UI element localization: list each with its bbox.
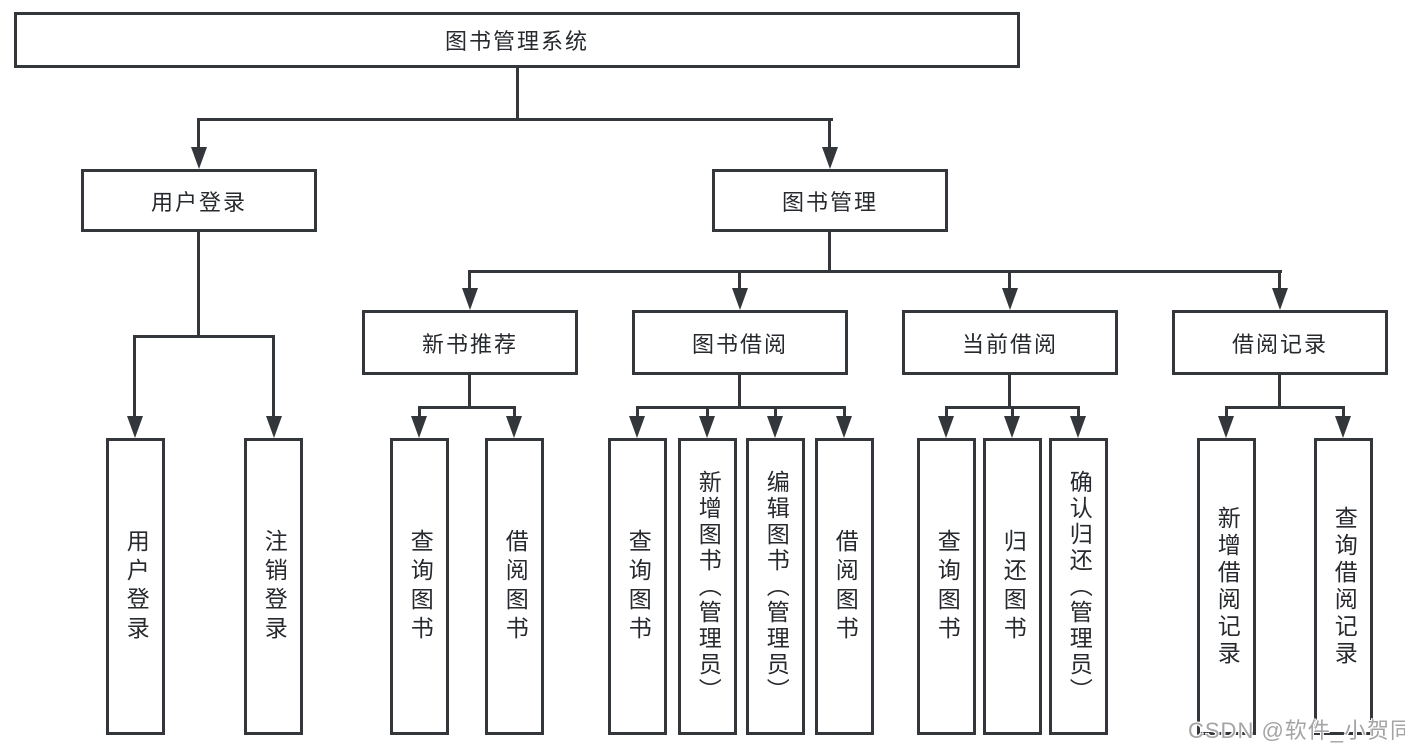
- connector-drop-borrow-records: [1278, 270, 1281, 290]
- connector-root-rail: [197, 118, 833, 121]
- arrowhead-cb-return: [1004, 416, 1020, 438]
- arrowhead-bb-borrow: [836, 416, 852, 438]
- connector-drop-leaf-user-login: [133, 335, 136, 418]
- connector-drop-br-add: [1225, 406, 1228, 418]
- arrowhead-br-query: [1335, 416, 1351, 438]
- connector-userlogin-stub: [197, 230, 200, 337]
- leaf-logout-label: 注销登录: [261, 528, 288, 645]
- arrowhead-leaf-logout: [266, 416, 282, 438]
- leaf-confirm-return-admin: 确认归还（管理员）: [1049, 438, 1108, 735]
- connector-newbook-stub: [468, 373, 471, 408]
- node-new-book-recommend-label: 新书推荐: [421, 331, 518, 357]
- connector-root-stub: [516, 66, 519, 120]
- connector-drop-user-login: [197, 118, 200, 150]
- leaf-current-query-books: 查询图书: [917, 438, 976, 735]
- connector-bookmgmt-rail: [468, 270, 1282, 273]
- node-book-borrowing-label: 图书借阅: [691, 331, 788, 357]
- connector-drop-cb-confirm: [1077, 406, 1080, 418]
- connector-drop-nb-borrow: [513, 406, 516, 418]
- connector-drop-br-query: [1342, 406, 1345, 418]
- node-borrow-records: 借阅记录: [1172, 310, 1388, 375]
- connector-records-rail: [1225, 406, 1345, 409]
- leaf-borrowing-borrow-books: 借阅图书: [815, 438, 874, 735]
- node-user-login-label: 用户登录: [150, 189, 247, 215]
- leaf-borrowing-query-books-label: 查询图书: [625, 528, 652, 645]
- arrowhead-nb-borrow: [506, 416, 522, 438]
- leaf-add-borrow-record-label: 新增借阅记录: [1214, 505, 1241, 668]
- arrowhead-cb-query: [938, 416, 954, 438]
- arrowhead-new-book: [462, 288, 478, 310]
- leaf-logout: 注销登录: [244, 438, 303, 735]
- leaf-newbook-borrow-books-label: 借阅图书: [502, 528, 529, 645]
- leaf-borrowing-query-books: 查询图书: [608, 438, 667, 735]
- arrowhead-nb-query: [411, 416, 427, 438]
- connector-bookmgmt-stub: [828, 230, 831, 272]
- arrowhead-bb-query: [629, 416, 645, 438]
- connector-drop-bb-edit: [774, 406, 777, 418]
- node-book-management-label: 图书管理: [781, 189, 878, 215]
- node-root: 图书管理系统: [14, 12, 1020, 68]
- connector-drop-new-book: [468, 270, 471, 290]
- node-user-login: 用户登录: [81, 169, 317, 232]
- connector-newbook-rail: [418, 406, 516, 409]
- arrowhead-br-add: [1218, 416, 1234, 438]
- connector-drop-book-management: [828, 118, 831, 150]
- leaf-newbook-borrow-books: 借阅图书: [485, 438, 544, 735]
- arrowhead-bb-edit: [767, 416, 783, 438]
- leaf-borrowing-borrow-books-label: 借阅图书: [832, 528, 859, 645]
- leaf-edit-book-admin: 编辑图书（管理员）: [746, 438, 805, 735]
- leaf-user-login: 用户登录: [106, 438, 165, 735]
- leaf-user-login-label: 用户登录: [123, 528, 150, 645]
- leaf-query-borrow-record: 查询借阅记录: [1314, 438, 1373, 735]
- arrowhead-bb-add: [699, 416, 715, 438]
- connector-userlogin-rail: [133, 335, 275, 338]
- leaf-add-book-admin: 新增图书（管理员）: [678, 438, 737, 735]
- leaf-edit-book-admin-label: 编辑图书（管理员）: [763, 469, 790, 704]
- leaf-add-borrow-record: 新增借阅记录: [1197, 438, 1256, 735]
- connector-drop-bb-add: [706, 406, 709, 418]
- arrowhead-borrow-records: [1272, 288, 1288, 310]
- leaf-confirm-return-admin-label: 确认归还（管理员）: [1066, 469, 1093, 704]
- connector-drop-nb-query: [418, 406, 421, 418]
- connector-drop-cb-return: [1011, 406, 1014, 418]
- connector-records-stub: [1278, 373, 1281, 408]
- connector-borrowing-stub: [738, 373, 741, 408]
- node-book-borrowing: 图书借阅: [632, 310, 848, 375]
- node-current-borrowing-label: 当前借阅: [961, 331, 1058, 357]
- watermark: CSDN @软件_小贺同学: [1188, 718, 1405, 743]
- leaf-current-query-books-label: 查询图书: [934, 528, 961, 645]
- node-borrow-records-label: 借阅记录: [1231, 331, 1328, 357]
- node-root-label: 图书管理系统: [444, 29, 589, 54]
- leaf-newbook-query-books-label: 查询图书: [407, 528, 434, 645]
- arrowhead-cb-confirm: [1070, 416, 1086, 438]
- leaf-return-book: 归还图书: [983, 438, 1042, 735]
- connector-drop-current-borrowing: [1008, 270, 1011, 290]
- connector-current-stub: [1008, 373, 1011, 408]
- arrowhead-current-borrowing: [1002, 288, 1018, 310]
- connector-borrowing-rail: [636, 406, 846, 409]
- connector-drop-bb-borrow: [843, 406, 846, 418]
- node-book-management: 图书管理: [712, 169, 948, 232]
- arrowhead-book-borrowing: [732, 288, 748, 310]
- arrowhead-book-management: [822, 147, 838, 169]
- arrowhead-user-login: [191, 147, 207, 169]
- connector-drop-cb-query: [945, 406, 948, 418]
- connector-drop-leaf-logout: [272, 335, 275, 418]
- arrowhead-leaf-user-login: [127, 416, 143, 438]
- node-new-book-recommend: 新书推荐: [362, 310, 578, 375]
- leaf-return-book-label: 归还图书: [1000, 528, 1027, 645]
- leaf-query-borrow-record-label: 查询借阅记录: [1331, 505, 1358, 668]
- leaf-add-book-admin-label: 新增图书（管理员）: [695, 469, 722, 704]
- leaf-newbook-query-books: 查询图书: [390, 438, 449, 735]
- node-current-borrowing: 当前借阅: [902, 310, 1118, 375]
- connector-drop-bb-query: [636, 406, 639, 418]
- connector-drop-book-borrowing: [738, 270, 741, 290]
